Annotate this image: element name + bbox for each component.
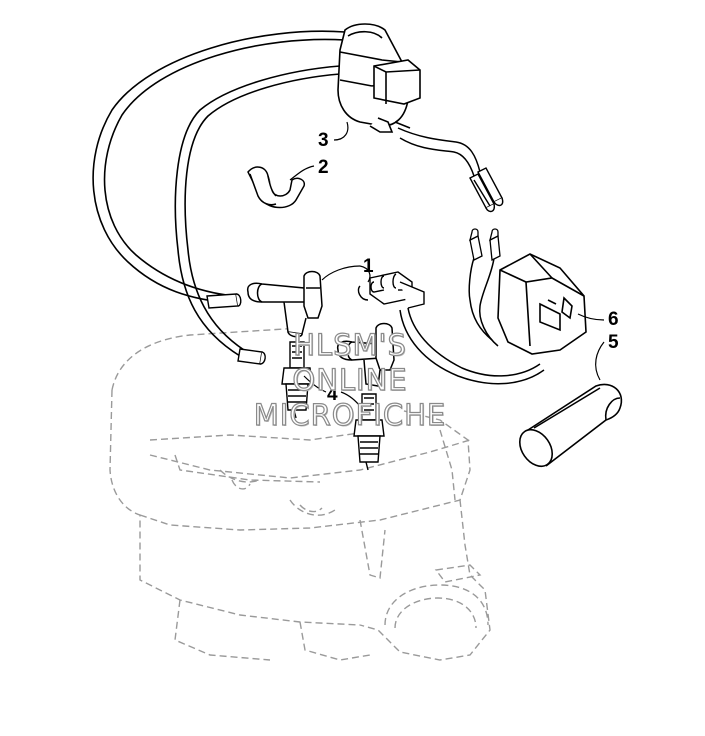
spark-plug-right (353, 393, 385, 471)
cdi-wire-harness (399, 257, 545, 385)
coil-wire-harness (397, 127, 481, 177)
spark-plug-cap-left (246, 270, 323, 338)
callout-4: 4 (327, 384, 338, 405)
callout-5: 5 (608, 332, 619, 353)
spark-plug-cap-right (336, 322, 395, 387)
watermark-line-1: HLSM'S (293, 327, 407, 362)
high-tension-leads (92, 30, 346, 357)
coil-connector (469, 167, 504, 213)
callout-2: 2 (318, 157, 329, 178)
watermark-line-2: ONLINE (292, 362, 408, 397)
watermark: HLSM'S ONLINE MICROFICHE (170, 327, 530, 433)
lead-end-sleeves (206, 293, 266, 365)
watermark-line-3: MICROFICHE (253, 397, 447, 432)
wire-clip (247, 166, 306, 209)
callout-6: 6 (608, 309, 619, 330)
cdi-unit (497, 253, 587, 355)
spark-plug-left (281, 341, 313, 419)
engine-block-outline (109, 327, 491, 661)
multi-pin-connector (357, 271, 425, 309)
callout-3: 3 (318, 130, 329, 151)
ignition-coil (337, 23, 421, 133)
cdi-pin-terminals (469, 228, 501, 262)
callout-1: 1 (363, 256, 374, 277)
callout-leader-lines (289, 121, 605, 409)
rubber-sleeve (518, 383, 623, 468)
